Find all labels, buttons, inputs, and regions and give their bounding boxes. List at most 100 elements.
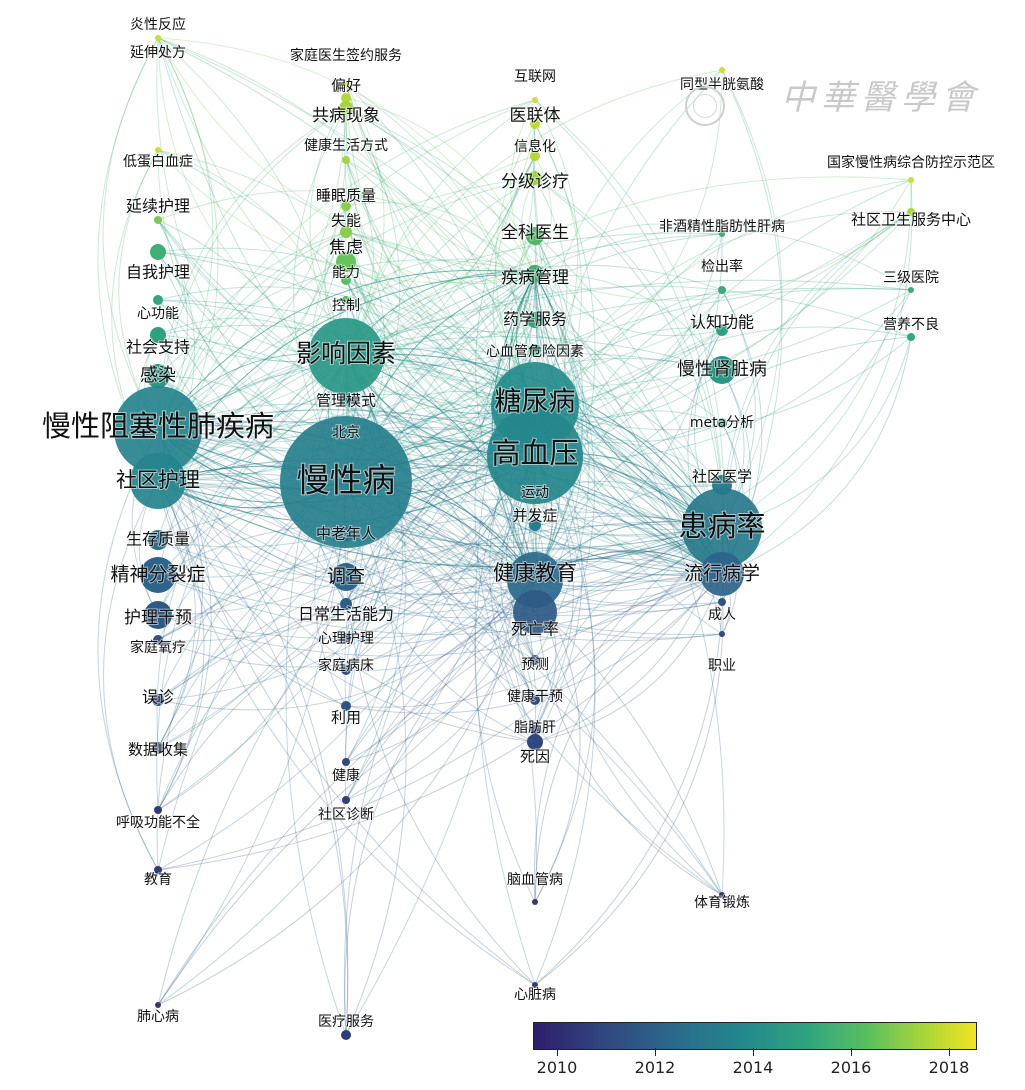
- node-n34[interactable]: [529, 344, 541, 356]
- node-label-n73[interactable]: 脑血管病: [506, 871, 564, 889]
- node-n17[interactable]: [526, 265, 544, 283]
- node-label-n38[interactable]: 慢性阻塞性肺疾病: [41, 408, 275, 444]
- node-n53[interactable]: [700, 552, 744, 596]
- node-n35[interactable]: [708, 356, 736, 384]
- node-label-n66[interactable]: 脂肪肝: [513, 719, 557, 737]
- node-label-n10[interactable]: 能力: [331, 264, 361, 282]
- node-label-n04[interactable]: 偏好: [330, 76, 362, 96]
- node-n32[interactable]: [146, 364, 170, 388]
- node-n58[interactable]: [718, 598, 726, 606]
- node-n50[interactable]: [140, 557, 176, 593]
- node-n59[interactable]: [153, 635, 163, 645]
- node-n44[interactable]: [130, 453, 186, 509]
- node-label-n33[interactable]: 影响因素: [295, 338, 397, 369]
- node-n45[interactable]: [531, 489, 539, 497]
- node-label-n22[interactable]: 社区卫生服务中心: [850, 210, 972, 230]
- node-n51[interactable]: [332, 563, 360, 591]
- node-label-n09[interactable]: 焦虑: [328, 237, 364, 259]
- node-n63[interactable]: [152, 694, 164, 706]
- node-label-n58[interactable]: 成人: [707, 606, 737, 624]
- node-label-n72[interactable]: 教育: [143, 871, 173, 889]
- node-label-n51[interactable]: 调查: [326, 565, 366, 589]
- node-n05[interactable]: [339, 101, 353, 115]
- node-label-n05[interactable]: 共病现象: [311, 105, 381, 127]
- node-n22[interactable]: [907, 208, 915, 216]
- node-label-n17[interactable]: 疾病管理: [500, 267, 570, 289]
- node-label-n01[interactable]: 炎性反应: [129, 15, 187, 34]
- node-n66[interactable]: [530, 725, 540, 735]
- node-label-n44[interactable]: 社区护理: [115, 467, 201, 493]
- node-n77[interactable]: [341, 1030, 351, 1040]
- node-n24[interactable]: [908, 287, 914, 293]
- node-label-n53[interactable]: 流行病学: [683, 562, 761, 586]
- node-label-n28[interactable]: 延续护理: [125, 196, 191, 217]
- node-n38[interactable]: [114, 386, 202, 474]
- node-label-n06[interactable]: 健康生活方式: [303, 136, 389, 155]
- node-n31[interactable]: [150, 327, 166, 343]
- node-n71[interactable]: [154, 806, 162, 814]
- node-label-n35[interactable]: 慢性肾脏病: [676, 358, 768, 381]
- node-n70[interactable]: [342, 796, 350, 804]
- node-n20[interactable]: [908, 177, 914, 183]
- node-label-n25[interactable]: 认知功能: [689, 312, 755, 333]
- node-n10[interactable]: [341, 275, 351, 285]
- node-label-n24[interactable]: 三级医院: [882, 269, 940, 287]
- node-n18[interactable]: [527, 312, 543, 328]
- node-n19[interactable]: [719, 67, 725, 73]
- node-n40[interactable]: [717, 418, 727, 428]
- node-label-n32[interactable]: 感染: [139, 364, 177, 387]
- node-label-n61[interactable]: 预测: [520, 656, 550, 674]
- node-label-n43[interactable]: 社区医学: [691, 467, 753, 487]
- node-n48[interactable]: [338, 526, 354, 542]
- node-n41[interactable]: [487, 408, 583, 504]
- node-n42[interactable]: [280, 416, 412, 548]
- node-n28[interactable]: [154, 216, 162, 224]
- node-n16[interactable]: [526, 227, 544, 245]
- node-label-n18[interactable]: 药学服务: [502, 309, 568, 330]
- node-label-n57[interactable]: 死亡率: [510, 619, 560, 640]
- node-label-n46[interactable]: 并发症: [511, 506, 558, 526]
- node-label-n55[interactable]: 护理干预: [123, 607, 193, 629]
- node-label-n30[interactable]: 心功能: [136, 305, 180, 323]
- node-n64[interactable]: [530, 695, 540, 705]
- node-label-n29[interactable]: 自我护理: [125, 262, 191, 283]
- node-n60[interactable]: [341, 665, 351, 675]
- node-n29[interactable]: [150, 244, 166, 260]
- node-label-n49[interactable]: 生存质量: [125, 529, 191, 550]
- node-label-n50[interactable]: 精神分裂症: [109, 563, 206, 587]
- node-n47[interactable]: [682, 488, 762, 568]
- node-n55[interactable]: [144, 601, 172, 629]
- node-n23[interactable]: [718, 286, 726, 294]
- node-n76[interactable]: [155, 1002, 161, 1008]
- node-n52[interactable]: [507, 552, 563, 608]
- node-label-n42[interactable]: 慢性病: [296, 460, 397, 501]
- node-label-n59[interactable]: 家庭氧疗: [129, 638, 187, 657]
- node-n30[interactable]: [153, 295, 163, 305]
- node-n15[interactable]: [528, 171, 542, 185]
- node-label-n37[interactable]: 糖尿病: [494, 386, 577, 419]
- node-label-n16[interactable]: 全科医生: [500, 222, 570, 244]
- node-label-n27[interactable]: 低蛋白血症: [122, 153, 194, 171]
- node-n27[interactable]: [155, 147, 161, 153]
- node-label-n56[interactable]: 心理护理: [317, 630, 375, 648]
- node-n12[interactable]: [532, 97, 538, 103]
- node-n69[interactable]: [342, 758, 350, 766]
- node-n54[interactable]: [340, 598, 352, 610]
- node-label-n40[interactable]: meta分析: [689, 414, 755, 432]
- node-label-n70[interactable]: 社区诊断: [317, 806, 375, 824]
- node-n36[interactable]: [340, 394, 352, 406]
- node-label-n11[interactable]: 控制: [331, 297, 361, 315]
- node-label-n47[interactable]: 患病率: [677, 508, 766, 544]
- node-label-n64[interactable]: 健康干预: [506, 687, 564, 706]
- node-n03[interactable]: [343, 81, 349, 87]
- node-label-n65[interactable]: 利用: [330, 708, 362, 728]
- node-label-n77[interactable]: 医疗服务: [317, 1013, 375, 1031]
- node-label-n03[interactable]: 家庭医生签约服务: [289, 46, 403, 65]
- node-n07[interactable]: [341, 201, 351, 211]
- node-label-n63[interactable]: 误诊: [141, 687, 175, 708]
- node-label-n69[interactable]: 健康: [331, 766, 361, 785]
- node-n73[interactable]: [532, 899, 538, 905]
- node-n25[interactable]: [716, 324, 728, 336]
- node-label-n76[interactable]: 肺心病: [136, 1008, 180, 1026]
- node-label-n62[interactable]: 职业: [707, 657, 737, 675]
